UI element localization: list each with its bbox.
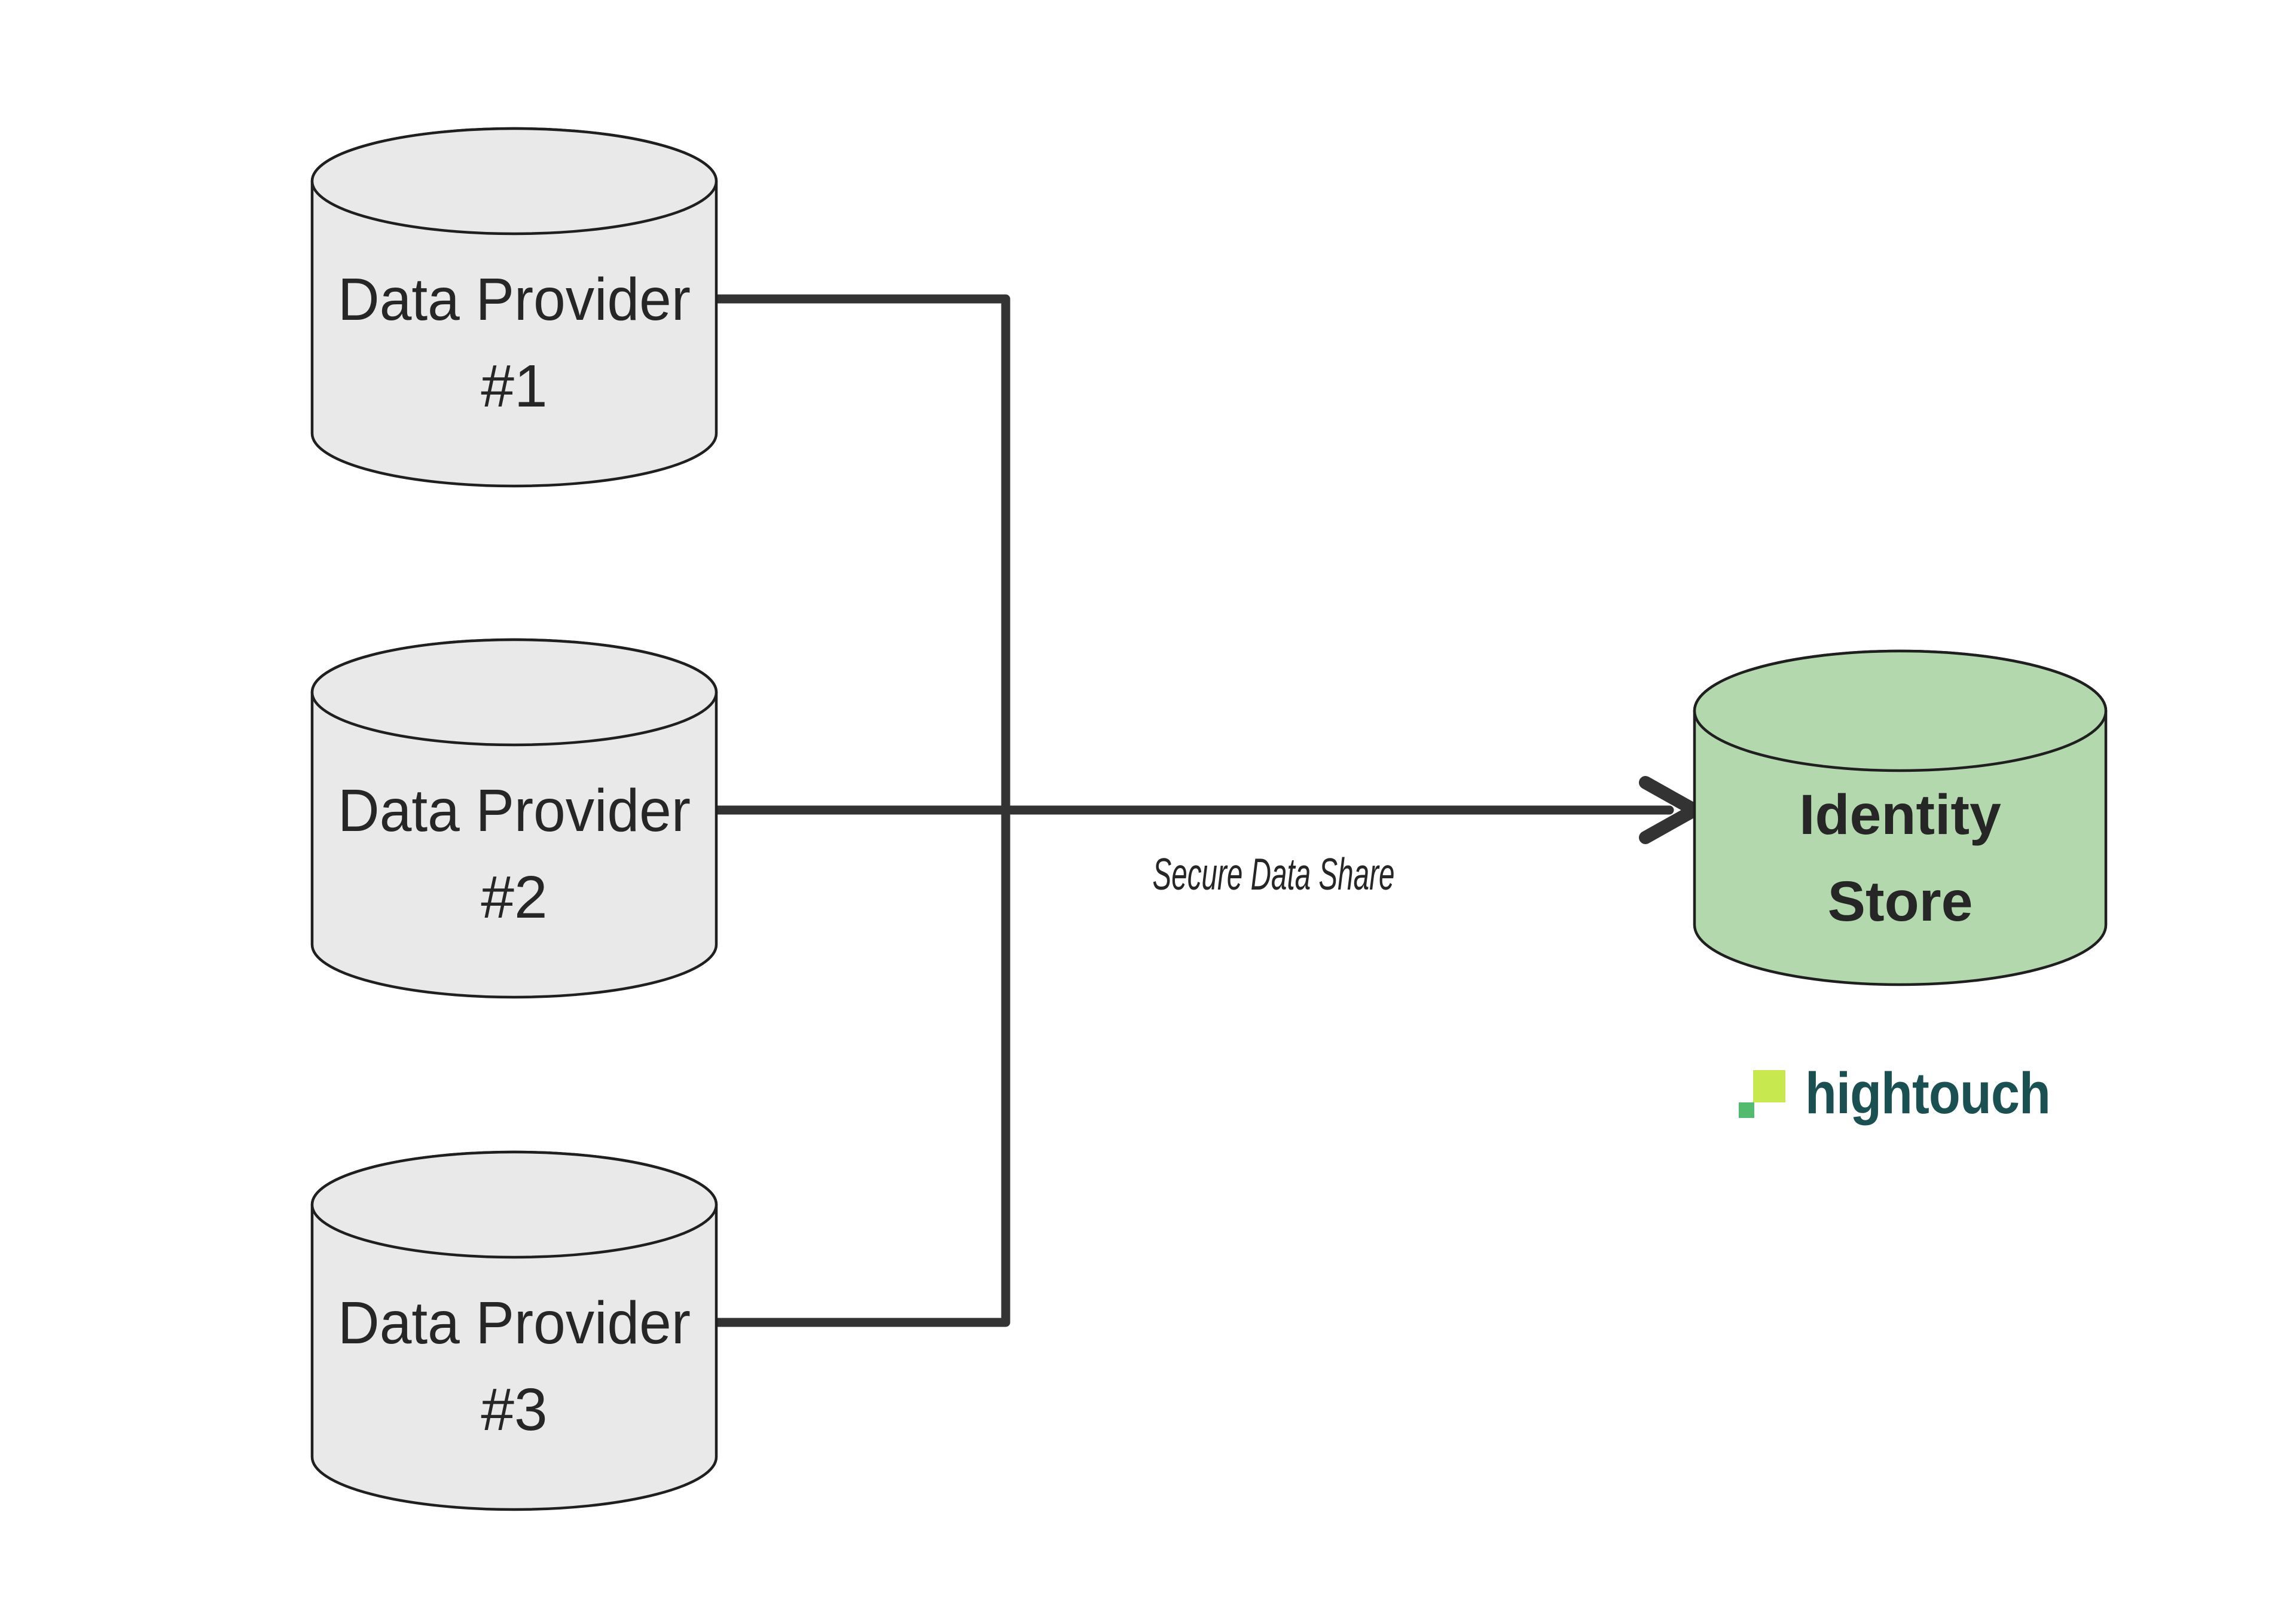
hightouch-wordmark: hightouch: [1805, 1061, 2050, 1126]
data-provider-3-label-line1: Data Provider: [338, 1290, 691, 1356]
data-provider-1-label-line1: Data Provider: [338, 266, 691, 333]
identity-store-node: Identity Store: [1693, 649, 2108, 986]
identity-store-label-line2: Store: [1828, 870, 1973, 933]
data-provider-1-node: Data Provider #1: [310, 127, 718, 488]
data-provider-2-cylinder-top: [310, 638, 718, 747]
hightouch-logo-lime-square-icon: [1753, 1070, 1785, 1102]
identity-store-cylinder-top: [1693, 649, 2108, 772]
connector-group: [709, 294, 1701, 1327]
data-provider-2-node: Data Provider #2: [310, 638, 718, 999]
data-provider-1-label-line2: #1: [481, 353, 547, 420]
data-provider-1-cylinder-top: [310, 127, 718, 236]
data-provider-3-node: Data Provider #3: [310, 1150, 718, 1511]
identity-store-label-line1: Identity: [1799, 783, 2001, 847]
data-provider-3-label-line2: #3: [481, 1376, 547, 1443]
data-provider-2-label-line1: Data Provider: [338, 777, 691, 844]
hightouch-logo: hightouch: [1739, 1061, 2051, 1126]
hightouch-logo-green-square-icon: [1739, 1102, 1754, 1118]
data-provider-3-cylinder-top: [310, 1150, 718, 1259]
data-provider-2-label-line2: #2: [481, 864, 547, 931]
secure-data-share-label: Secure Data Share: [1153, 849, 1395, 899]
